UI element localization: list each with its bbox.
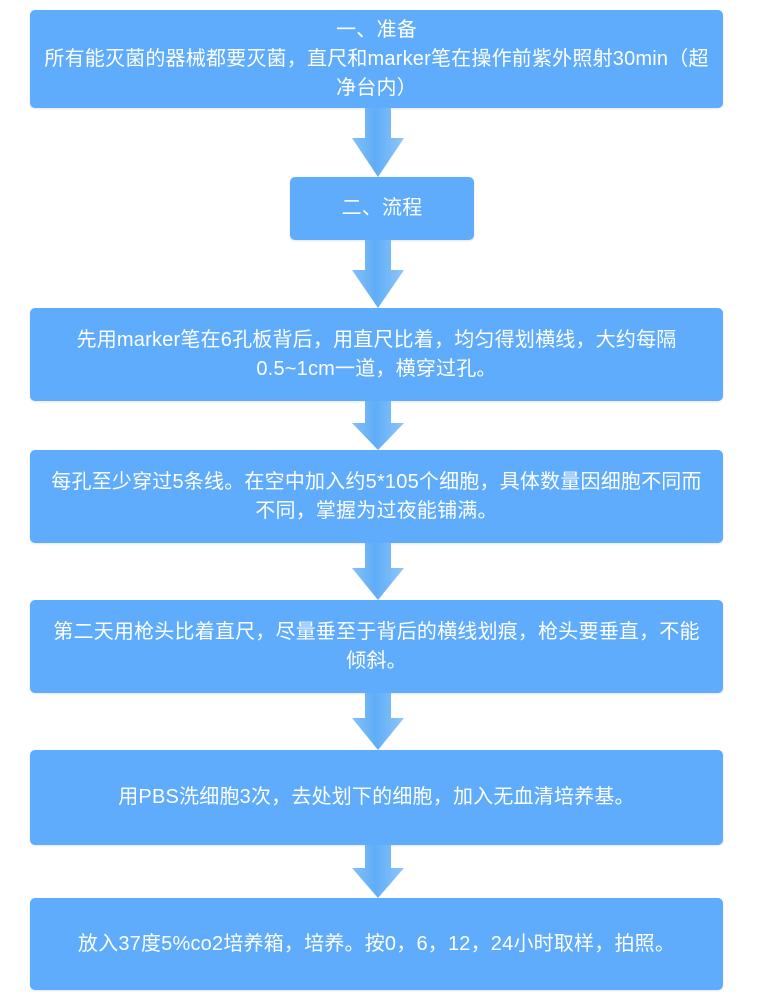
flow-node-step4[interactable]: 用PBS洗细胞3次，去处划下的细胞，加入无血清培养基。 bbox=[30, 750, 723, 845]
flow-node-label: 一、准备 所有能灭菌的器械都要灭菌，直尺和marker笔在操作前紫外照射30mi… bbox=[44, 18, 709, 99]
flow-arrow-down-icon bbox=[352, 240, 404, 308]
flow-node-step3[interactable]: 第二天用枪头比着直尺，尽量垂至于背后的横线划痕，枪头要垂直，不能倾斜。 bbox=[30, 600, 723, 693]
flow-arrow-down-icon bbox=[352, 693, 404, 750]
flow-node-label: 每孔至少穿过5条线。在空中加入约5*105个细胞，具体数量因细胞不同而不同，掌握… bbox=[51, 470, 702, 522]
flow-arrow-down-icon bbox=[352, 108, 404, 177]
flow-node-step5[interactable]: 放入37度5%co2培养箱，培养。按0，6，12，24小时取样，拍照。 bbox=[30, 898, 723, 990]
flow-node-label: 二、流程 bbox=[341, 197, 423, 219]
flow-node-step1[interactable]: 先用marker笔在6孔板背后，用直尺比着，均匀得划横线，大约每隔0.5~1cm… bbox=[30, 308, 723, 401]
flow-node-label: 第二天用枪头比着直尺，尽量垂至于背后的横线划痕，枪头要垂直，不能倾斜。 bbox=[53, 620, 700, 672]
flow-arrow-down-icon bbox=[352, 845, 404, 898]
flow-node-label: 用PBS洗细胞3次，去处划下的细胞，加入无血清培养基。 bbox=[118, 786, 635, 808]
flow-node-label: 先用marker笔在6孔板背后，用直尺比着，均匀得划横线，大约每隔0.5~1cm… bbox=[76, 328, 677, 380]
flow-node-step2[interactable]: 每孔至少穿过5条线。在空中加入约5*105个细胞，具体数量因细胞不同而不同，掌握… bbox=[30, 450, 723, 543]
flow-arrow-down-icon bbox=[352, 401, 404, 450]
flow-node-prep[interactable]: 一、准备 所有能灭菌的器械都要灭菌，直尺和marker笔在操作前紫外照射30mi… bbox=[30, 10, 723, 108]
flow-node-label: 放入37度5%co2培养箱，培养。按0，6，12，24小时取样，拍照。 bbox=[77, 932, 676, 955]
flow-arrow-down-icon bbox=[352, 543, 404, 600]
flow-node-process[interactable]: 二、流程 bbox=[290, 177, 474, 240]
